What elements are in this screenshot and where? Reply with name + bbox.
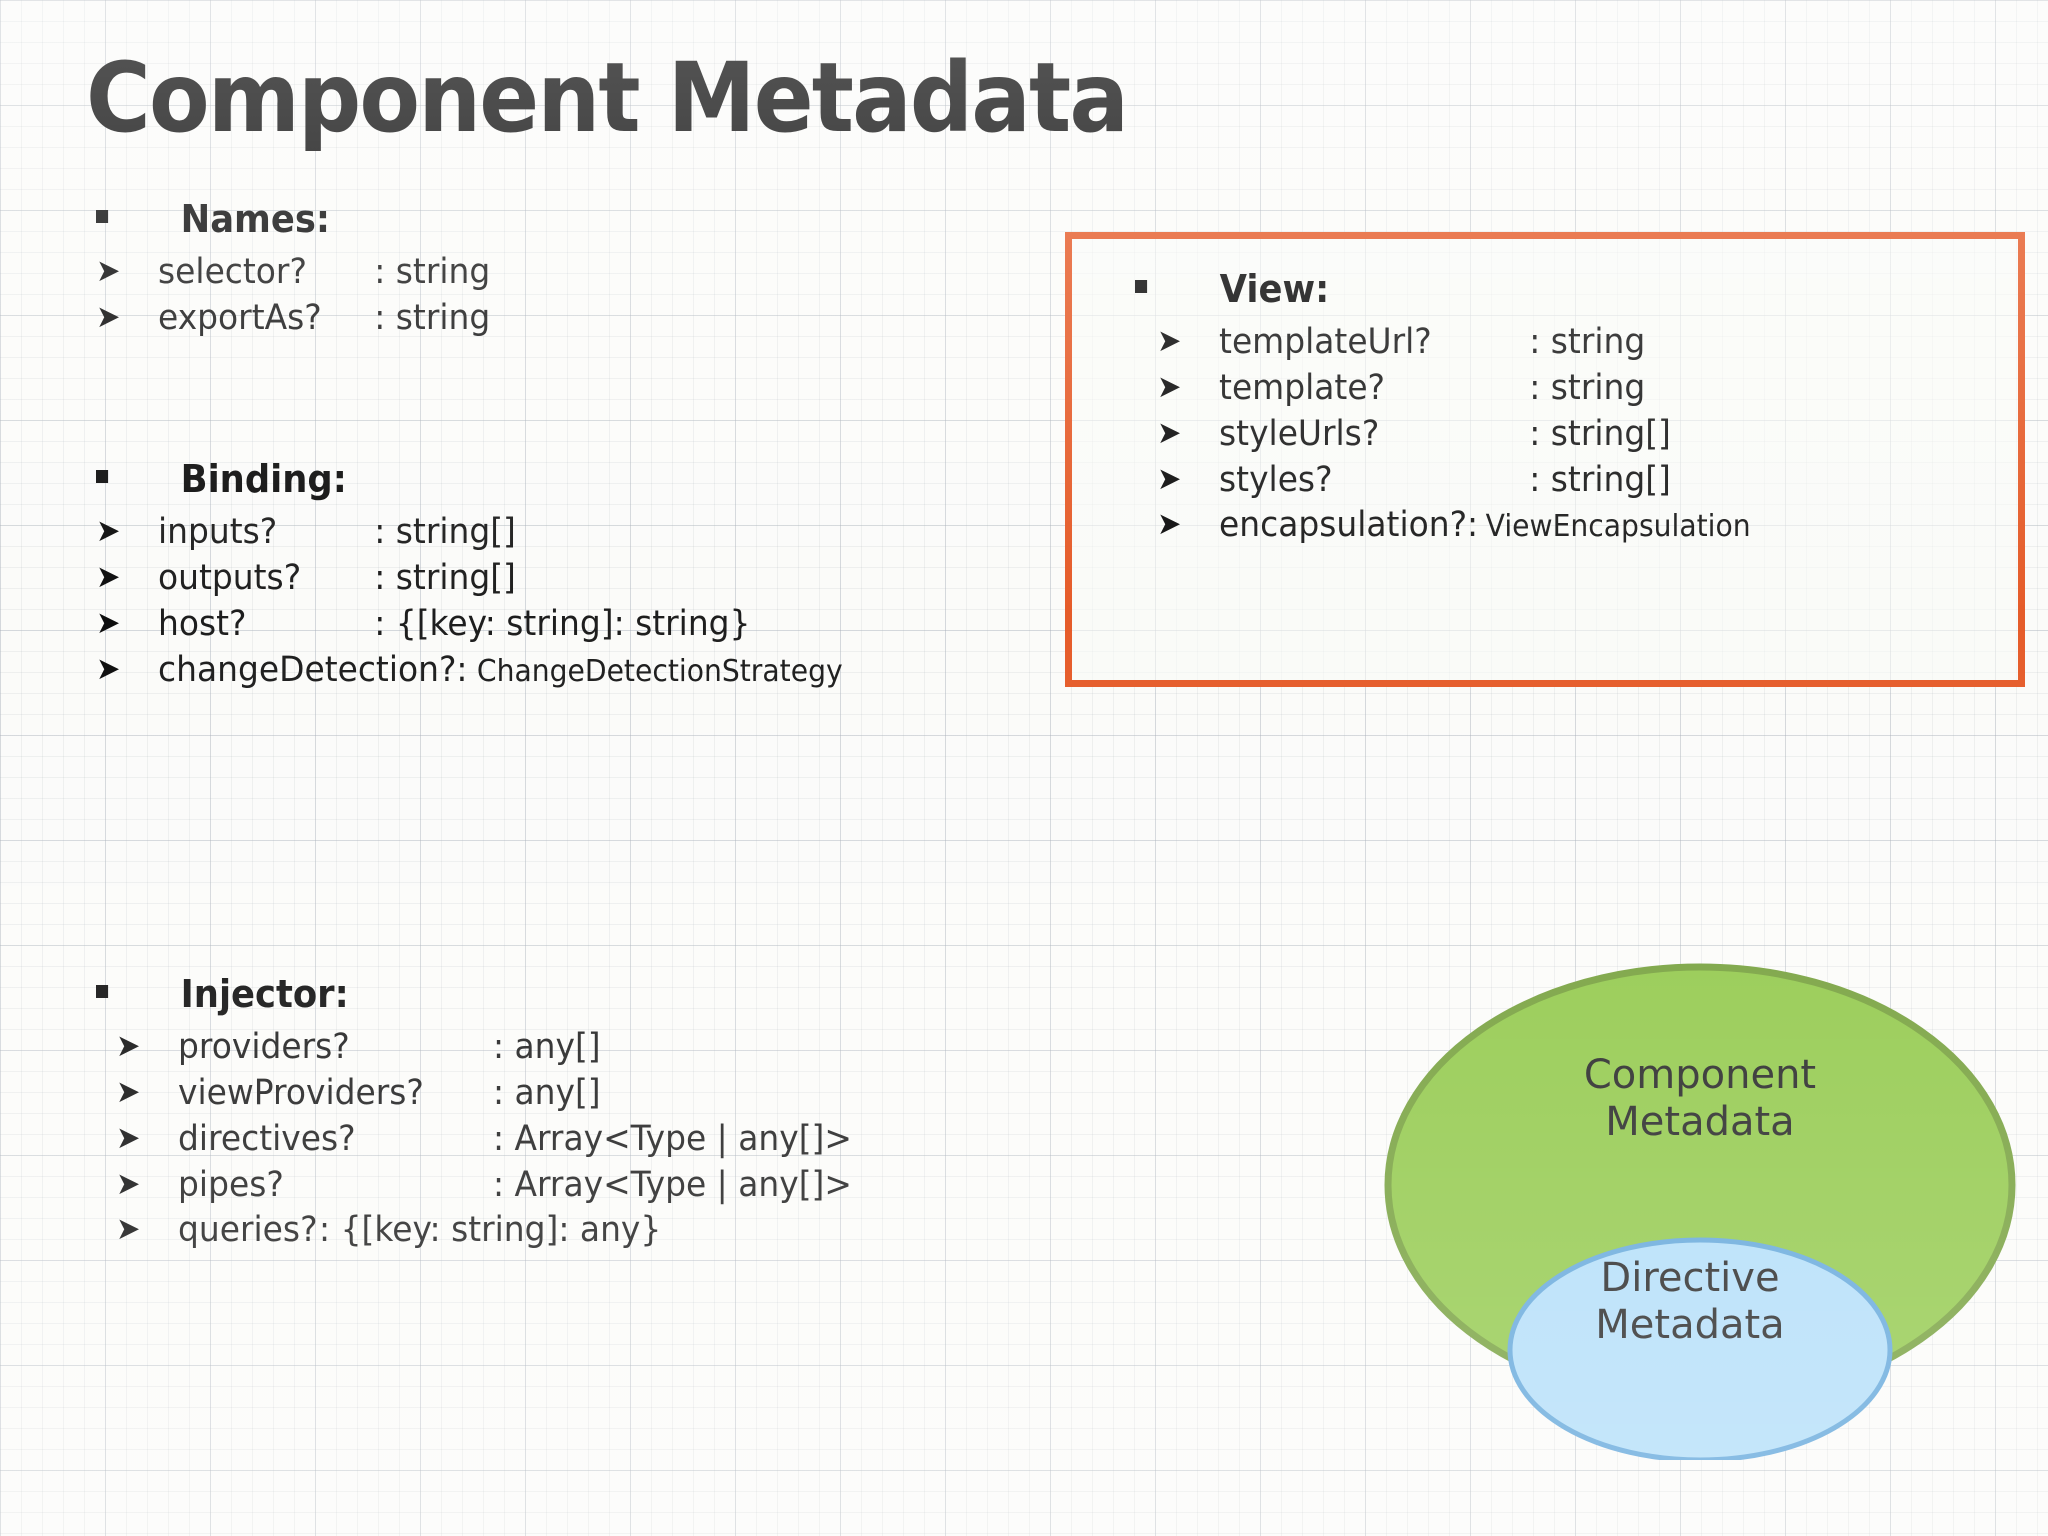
arrow-bullet-icon: ➤ — [96, 650, 121, 687]
property-name: queries? — [178, 1210, 318, 1251]
directive-metadata-label-line1: Directive — [1600, 1255, 1780, 1301]
list-item: ➤ templateUrl? : string — [1157, 320, 1964, 366]
arrow-bullet-icon: ➤ — [96, 604, 121, 641]
property-name: pipes? — [178, 1164, 284, 1205]
arrow-bullet-icon: ➤ — [116, 1028, 141, 1064]
arrow-bullet-icon: ➤ — [116, 1211, 141, 1248]
group-items-view: ➤ templateUrl? : string ➤ template? : st… — [1157, 320, 2015, 549]
property-name: styles? — [1219, 459, 1333, 500]
arrow-bullet-icon: ➤ — [96, 298, 121, 335]
group-heading-label: Binding: — [180, 457, 347, 501]
arrow-bullet-icon: ➤ — [1157, 323, 1182, 359]
property-type: ViewEncapsulation — [1485, 509, 1751, 545]
arrow-bullet-icon: ➤ — [116, 1119, 141, 1156]
component-metadata-label-line1: Component — [1583, 1052, 1817, 1098]
list-item: ➤ viewProviders? : any[] — [116, 1071, 1056, 1117]
arrow-bullet-icon: ➤ — [116, 1165, 141, 1202]
venn-svg — [1384, 963, 2016, 1463]
property-name: inputs? — [158, 512, 278, 552]
property-type: : any[] — [492, 1027, 601, 1067]
list-item: ➤ changeDetection?: ChangeDetectionStrat… — [96, 648, 942, 694]
property-name: templateUrl? — [1219, 322, 1432, 362]
list-item: ➤ directives? : Array<Type | any[]> — [116, 1117, 1056, 1163]
list-item: ➤ pipes? : Array<Type | any[]> — [116, 1163, 1056, 1209]
group-items-names: ➤ selector? : string ➤ exportAs? : strin… — [96, 250, 856, 342]
property-type: : {[key: string]: string} — [374, 603, 751, 644]
arrow-bullet-icon: ➤ — [1157, 506, 1182, 543]
property-type: ChangeDetectionStrategy — [476, 653, 843, 689]
list-item: ➤ selector? : string — [96, 250, 810, 296]
square-bullet-icon — [1135, 280, 1148, 293]
arrow-bullet-icon: ➤ — [96, 253, 121, 289]
property-name: selector? — [158, 252, 307, 292]
property-type: : string — [374, 297, 491, 338]
property-name: template? — [1219, 367, 1386, 408]
property-type: : string — [374, 252, 491, 292]
property-name: providers? — [178, 1027, 350, 1067]
list-item: ➤ exportAs? : string — [96, 296, 810, 342]
list-item: ➤ styleUrls? : string[] — [1157, 412, 1964, 458]
list-item: ➤ outputs? : string[] — [96, 556, 942, 602]
property-name: host? — [158, 603, 247, 644]
group-heading-label: View: — [1219, 267, 1330, 311]
list-item: ➤ template? : string — [1157, 366, 1964, 412]
group-heading-view: View: — [1135, 270, 1953, 308]
directive-metadata-label: Directive Metadata — [1490, 1255, 1890, 1349]
property-type: : any[] — [492, 1072, 601, 1113]
view-highlight-box — [1065, 232, 2025, 687]
property-name: directives? — [178, 1118, 356, 1159]
list-item: ➤ styles? : string[] — [1157, 458, 1964, 504]
arrow-bullet-icon: ➤ — [116, 1073, 141, 1110]
list-item: ➤ providers? : any[] — [116, 1025, 1056, 1071]
arrow-bullet-icon: ➤ — [1157, 460, 1182, 497]
group-heading-names: Names: — [96, 200, 803, 238]
group-heading-label: Injector: — [180, 972, 349, 1016]
group-binding: Binding: ➤ inputs? : string[] ➤ outputs?… — [96, 460, 996, 693]
property-name: viewProviders? — [178, 1072, 424, 1113]
group-names: Names: ➤ selector? : string ➤ exportAs? … — [96, 200, 856, 342]
arrow-bullet-icon: ➤ — [96, 513, 121, 549]
square-bullet-icon — [96, 470, 109, 483]
square-bullet-icon — [96, 210, 109, 223]
arrow-bullet-icon: ➤ — [1157, 368, 1182, 405]
property-name: outputs? — [158, 557, 302, 598]
list-item: ➤ host? : {[key: string]: string} — [96, 602, 942, 648]
group-injector: Injector: ➤ providers? : any[] ➤ viewPro… — [96, 975, 1116, 1254]
group-heading-label: Names: — [180, 197, 331, 241]
property-type: : Array<Type | any[]> — [492, 1118, 852, 1159]
group-heading-binding: Binding: — [96, 460, 933, 498]
list-item: ➤ inputs? : string[] — [96, 510, 942, 556]
property-name: styleUrls? — [1219, 413, 1380, 454]
property-name: encapsulation?: — [1219, 505, 1479, 546]
list-item: ➤ queries? : {[key: string]: any} — [116, 1208, 1056, 1254]
list-item: ➤ encapsulation?: ViewEncapsulation — [1157, 503, 1964, 549]
property-type: : string — [1529, 322, 1646, 362]
group-items-injector: ➤ providers? : any[] ➤ viewProviders? : … — [116, 1025, 1116, 1254]
property-type: : string[] — [1529, 459, 1671, 500]
property-type: : Array<Type | any[]> — [492, 1164, 852, 1205]
square-bullet-icon — [96, 985, 109, 998]
property-type: : string[] — [1529, 413, 1671, 454]
component-metadata-label-line2: Metadata — [1605, 1099, 1795, 1146]
component-metadata-label: Component Metadata — [1380, 1052, 2020, 1146]
arrow-bullet-icon: ➤ — [96, 558, 121, 595]
property-type: : {[key: string]: any} — [319, 1210, 662, 1251]
directive-metadata-label-line2: Metadata — [1595, 1302, 1785, 1349]
metadata-venn-diagram: Component Metadata Directive Metadata — [1380, 960, 2020, 1463]
arrow-bullet-icon: ➤ — [1157, 414, 1182, 451]
group-heading-injector: Injector: — [96, 975, 1045, 1013]
page-title: Component Metadata — [86, 42, 1129, 154]
property-type: : string — [1529, 367, 1646, 408]
property-name: exportAs? — [158, 297, 322, 338]
property-type: : string[] — [374, 512, 516, 552]
property-type: : string[] — [374, 557, 516, 598]
property-name: changeDetection?: — [158, 649, 468, 690]
group-view: View: ➤ templateUrl? : string ➤ template… — [1135, 270, 2015, 549]
group-items-binding: ➤ inputs? : string[] ➤ outputs? : string… — [96, 510, 996, 693]
